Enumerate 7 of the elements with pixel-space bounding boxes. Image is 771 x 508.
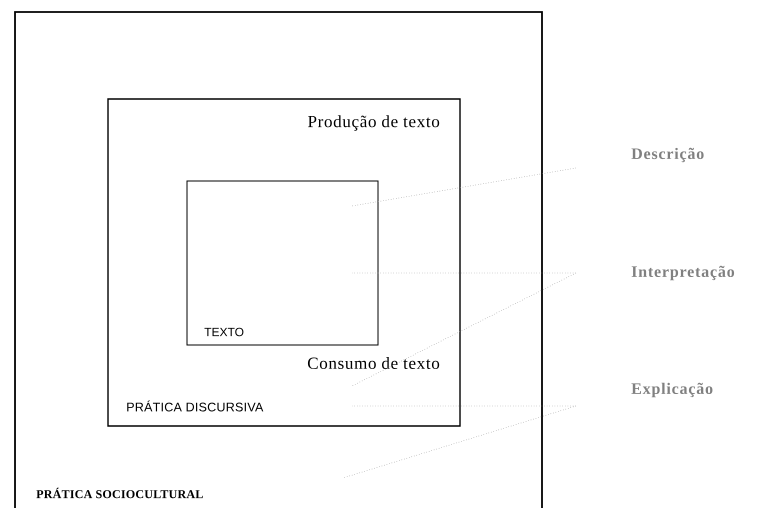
stage-label: Interpretação [632, 266, 734, 280]
leader-line [342, 406, 576, 478]
leader-line [352, 272, 576, 386]
stage-label: Explicação [631, 382, 712, 398]
leader-line [352, 168, 576, 206]
frame-box: TEXTO [186, 180, 378, 346]
stage-label: Descrição [631, 148, 704, 162]
